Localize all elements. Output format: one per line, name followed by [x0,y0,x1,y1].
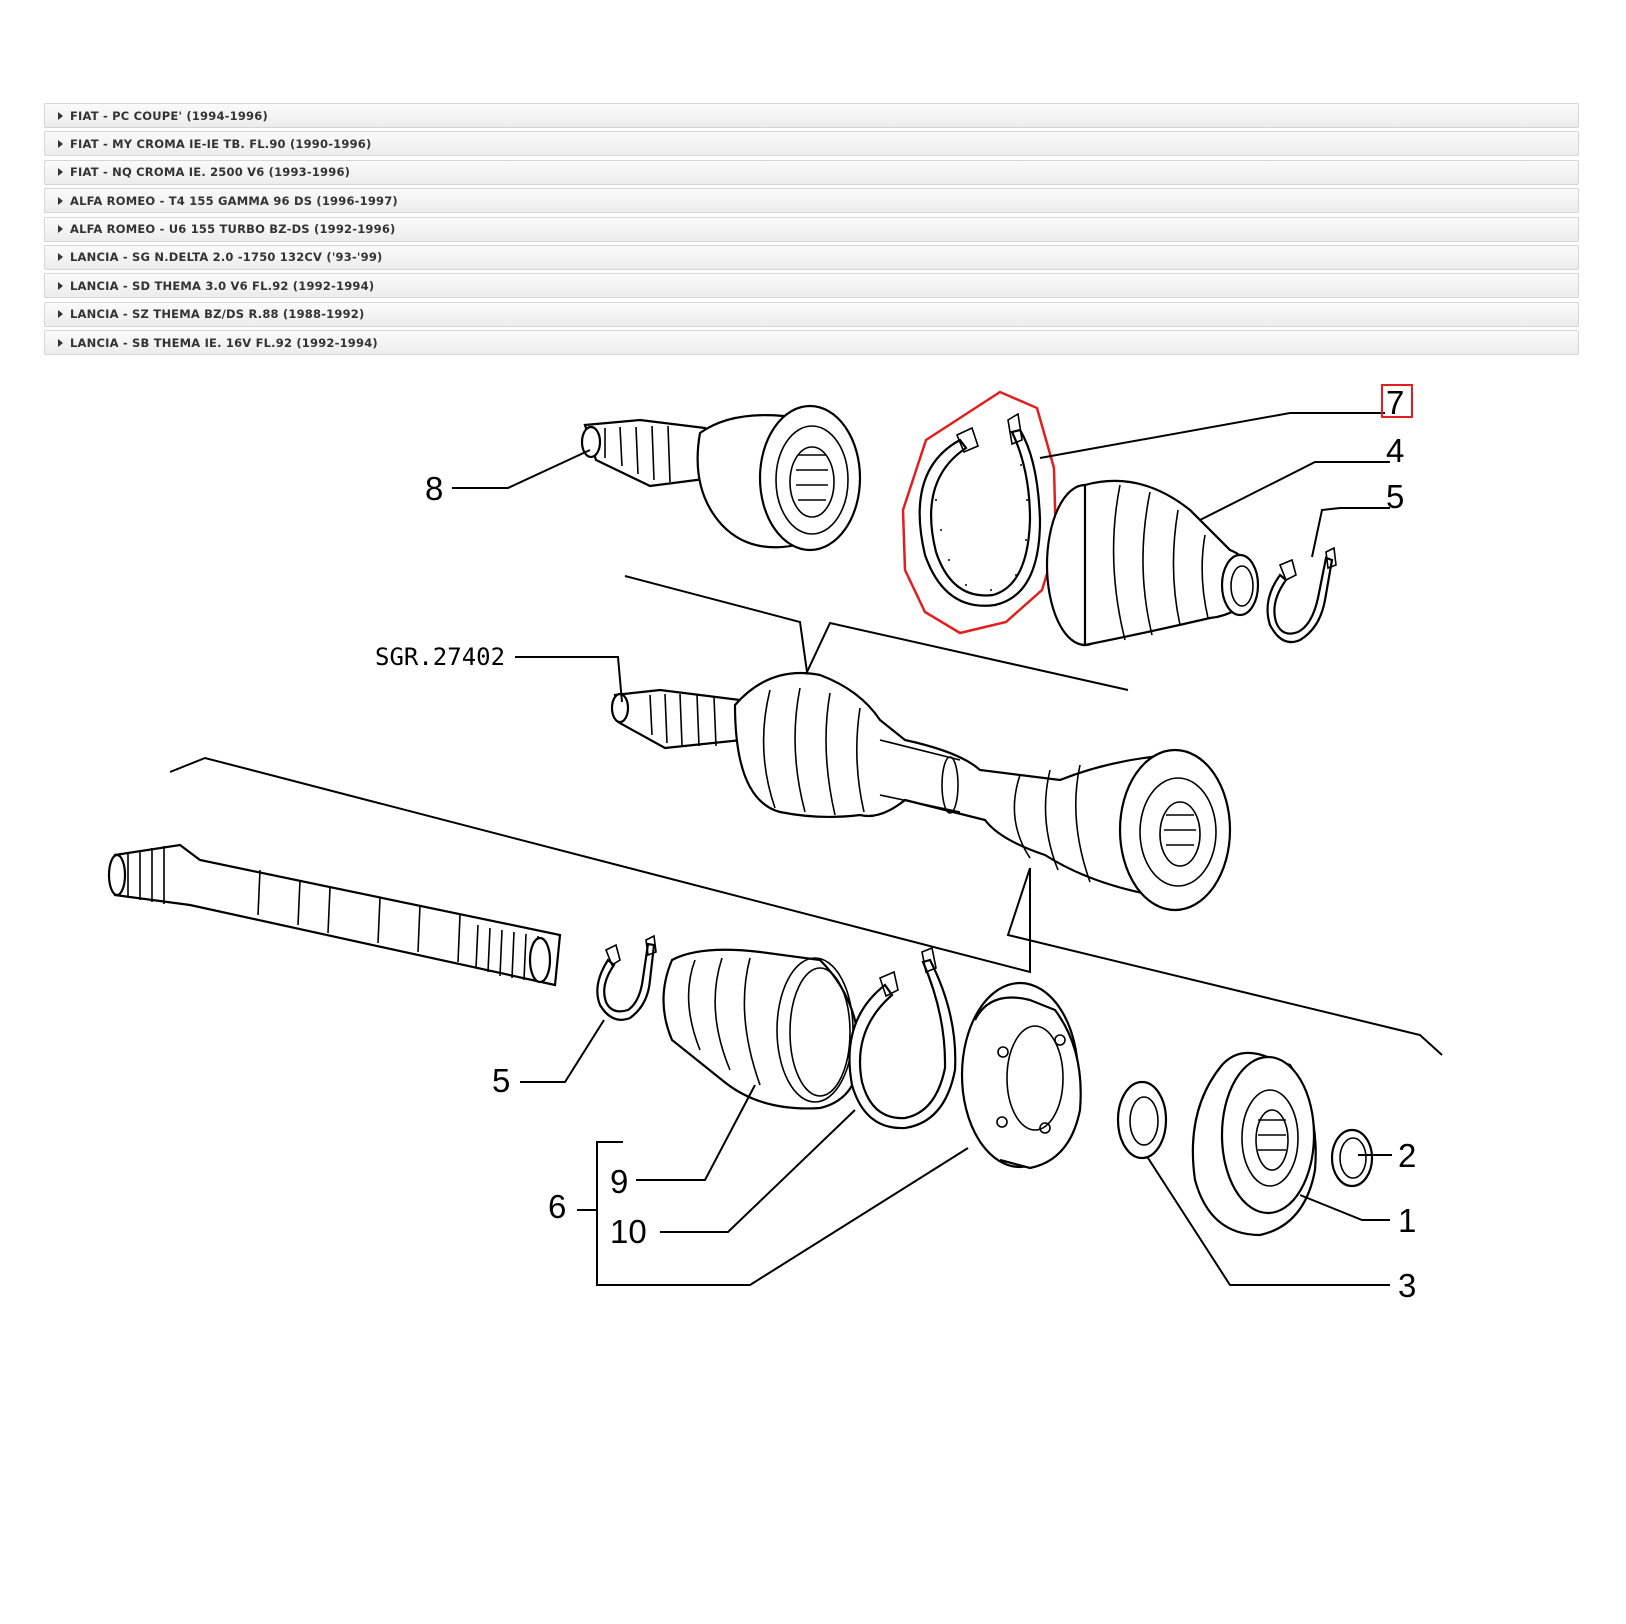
part-5-small-clamp-lower[interactable] [596,934,657,1021]
caret-right-icon [58,281,63,290]
callout-2: 2 [1398,1137,1416,1174]
callout-5-upper: 5 [1386,478,1404,515]
callout-3: 3 [1398,1267,1416,1304]
caret-right-icon [58,253,63,262]
callout-7: 7 [1386,384,1404,421]
part-9-boot[interactable] [662,948,862,1110]
callout-1: 1 [1398,1202,1416,1239]
vehicle-row-label: LANCIA - SZ THEMA BZ/DS R.88 (1988-1992) [70,307,365,322]
vehicle-row-label: ALFA ROMEO - T4 155 GAMMA 96 DS (1996-19… [70,193,398,208]
vehicle-row[interactable]: FIAT - MY CROMA IE-IE TB. FL.90 (1990-19… [44,131,1579,157]
caret-right-icon [58,338,63,347]
part-4-boot[interactable] [1045,479,1260,647]
vehicle-row[interactable]: ALFA ROMEO - T4 155 GAMMA 96 DS (1996-19… [44,188,1579,214]
vehicle-row-label: LANCIA - SD THEMA 3.0 V6 FL.92 (1992-199… [70,278,375,293]
part-8-cv-joint[interactable] [580,404,862,552]
callout-5-lower: 5 [492,1062,510,1099]
callout-8: 8 [425,470,443,507]
part-2-circlip[interactable] [1330,1128,1374,1188]
vehicle-row-label: LANCIA - SG N.DELTA 2.0 -1750 132CV ('93… [70,250,383,265]
vehicle-row[interactable]: LANCIA - SZ THEMA BZ/DS R.88 (1988-1992) [44,301,1579,327]
callout-10: 10 [610,1213,647,1250]
vehicle-application-list: FIAT - PC COUPE' (1994-1996) FIAT - MY C… [44,103,1579,359]
caret-right-icon [58,168,63,177]
caret-right-icon [58,111,63,120]
vehicle-row[interactable]: LANCIA - SB THEMA IE. 16V FL.92 (1992-19… [44,330,1579,356]
part-3-washer[interactable] [1116,1080,1168,1160]
vehicle-row-label: FIAT - NQ CROMA IE. 2500 V6 (1993-1996) [70,165,351,180]
part-7-band-clamp[interactable] [918,412,1042,607]
bare-shaft[interactable] [107,843,562,987]
part-10-band-clamp[interactable] [848,946,957,1130]
selected-callout-box [1381,384,1413,418]
flange-plate[interactable] [960,981,1082,1170]
driveshaft-assembly[interactable] [610,671,1232,912]
caret-right-icon [58,196,63,205]
callout-4: 4 [1386,432,1404,469]
vehicle-row[interactable]: ALFA ROMEO - U6 155 TURBO BZ-DS (1992-19… [44,216,1579,242]
vehicle-row[interactable]: FIAT - PC COUPE' (1994-1996) [44,103,1579,128]
assembly-label: SGR.27402 [375,643,505,671]
part-5-small-clamp-upper[interactable] [1266,546,1337,644]
part-1-inner-joint[interactable] [1191,1051,1317,1237]
caret-right-icon [58,310,63,319]
vehicle-row[interactable]: FIAT - NQ CROMA IE. 2500 V6 (1993-1996) [44,159,1579,185]
vehicle-row-label: FIAT - PC COUPE' (1994-1996) [70,108,268,123]
caret-right-icon [58,225,63,234]
vehicle-row-label: LANCIA - SB THEMA IE. 16V FL.92 (1992-19… [70,335,378,350]
vehicle-row-label: ALFA ROMEO - U6 155 TURBO BZ-DS (1992-19… [70,222,396,237]
caret-right-icon [58,139,63,148]
callout-9: 9 [610,1163,628,1200]
callout-6: 6 [548,1188,566,1225]
vehicle-row-label: FIAT - MY CROMA IE-IE TB. FL.90 (1990-19… [70,136,372,151]
vehicle-row[interactable]: LANCIA - SD THEMA 3.0 V6 FL.92 (1992-199… [44,273,1579,299]
vehicle-row[interactable]: LANCIA - SG N.DELTA 2.0 -1750 132CV ('93… [44,244,1579,270]
